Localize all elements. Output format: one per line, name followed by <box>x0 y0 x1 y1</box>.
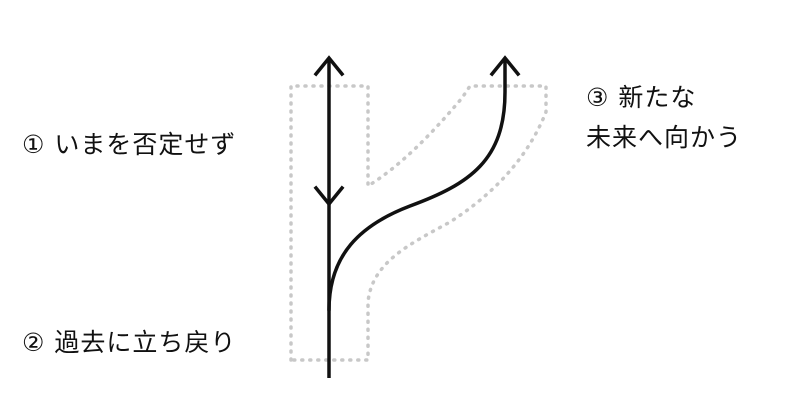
dotted-outline <box>289 84 548 362</box>
branch-arrowhead <box>489 55 521 77</box>
branch-curve <box>327 58 507 312</box>
step3-label: ③ 新たな 未来へ向かう <box>586 78 742 158</box>
step3-label-line2: 未来へ向かう <box>586 123 743 152</box>
step2-label: ② 過去に立ち戻り <box>22 328 237 357</box>
step3-label-line1: ③ 新たな <box>586 83 697 112</box>
step1-label: ① いまを否定せず <box>22 130 237 159</box>
up-arrowhead <box>313 55 345 77</box>
down-arrowhead <box>313 185 345 207</box>
